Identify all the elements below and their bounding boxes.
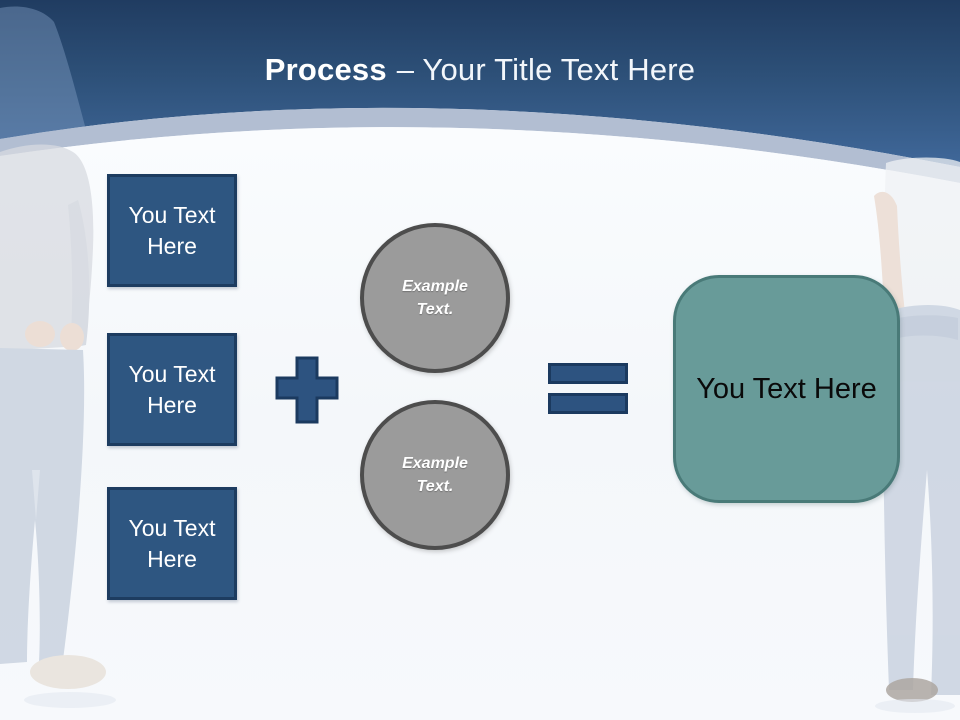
slide-title[interactable]: Process – Your Title Text Here <box>0 50 960 90</box>
header-band <box>0 0 960 167</box>
input-box-2[interactable]: You Text Here <box>107 333 237 446</box>
result-box-label: You Text Here <box>696 372 877 405</box>
equals-bar-bottom <box>548 393 628 414</box>
example-circle-1-label: Example Text. <box>402 278 468 318</box>
result-box[interactable]: You Text Here <box>673 275 900 503</box>
example-circle-2[interactable]: Example Text. <box>360 400 510 550</box>
input-box-2-label: You Text Here <box>128 360 216 418</box>
plus-icon[interactable] <box>275 356 339 424</box>
example-circle-2-label: Example Text. <box>402 455 468 495</box>
equals-bar-top <box>548 363 628 384</box>
input-box-1[interactable]: You Text Here <box>107 174 237 287</box>
example-circle-1[interactable]: Example Text. <box>360 223 510 373</box>
woman-photo-silhouette <box>874 157 960 713</box>
slide-title-regular: – Your Title Text Here <box>396 52 696 87</box>
input-box-1-label: You Text Here <box>128 201 216 259</box>
input-box-3[interactable]: You Text Here <box>107 487 237 600</box>
slide-title-bold: Process <box>264 52 387 87</box>
input-box-3-label: You Text Here <box>128 514 216 572</box>
curve-band <box>0 107 960 183</box>
header-photo-wedge <box>0 6 88 140</box>
man-photo-silhouette <box>0 144 116 708</box>
equals-icon[interactable] <box>548 363 628 414</box>
